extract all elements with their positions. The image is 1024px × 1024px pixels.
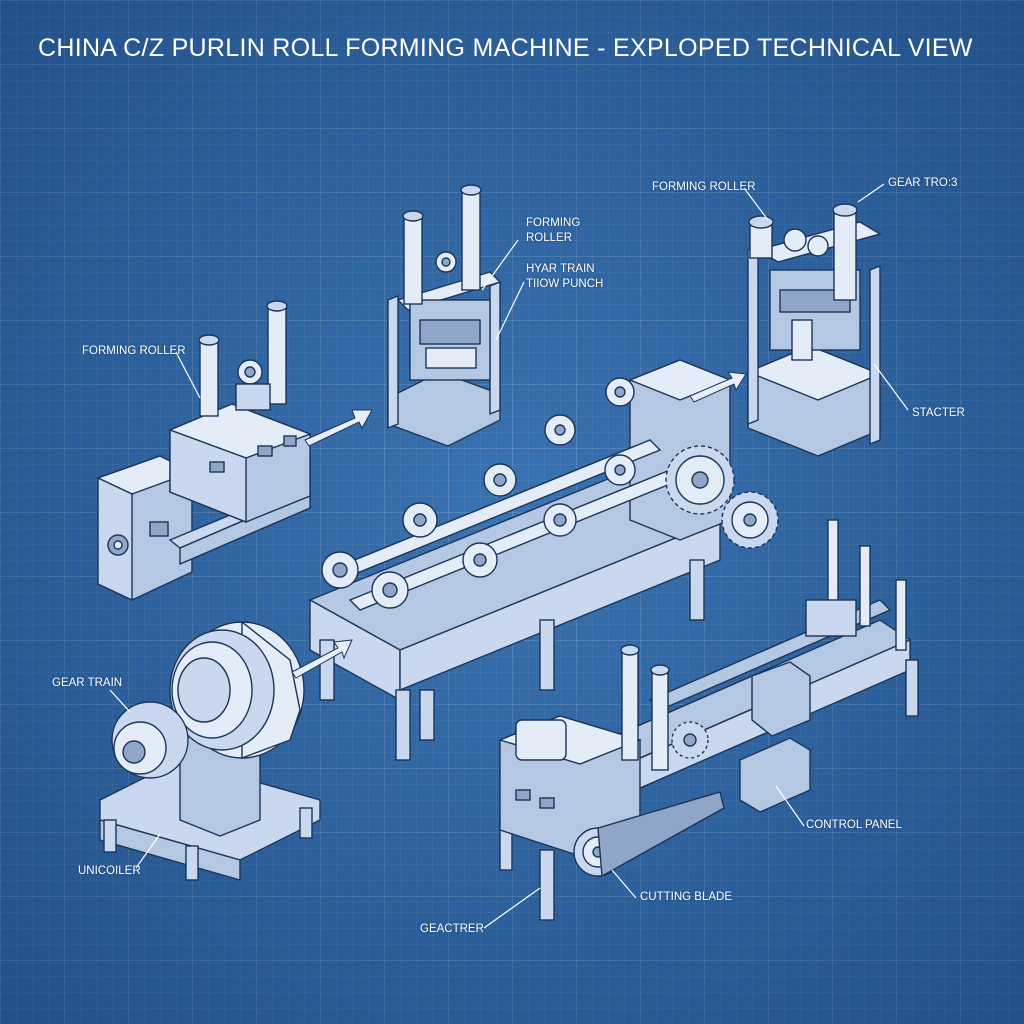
label-gear-tro: GEAR TRO:3 — [888, 177, 958, 189]
flow-arrows — [291, 371, 747, 679]
top-right-stacker-station — [746, 203, 882, 457]
left-forming-station — [96, 300, 312, 602]
label-gear-train: GEAR TRAIN — [52, 677, 123, 689]
uncoiler — [99, 620, 321, 881]
page-title: CHINA C/Z PURLIN ROLL FORMING MACHINE - … — [38, 34, 973, 62]
label-geactrer: GEACTRER — [420, 923, 484, 935]
label-forming-roller-left: FORMING ROLLER — [82, 345, 186, 357]
label-stacter: STACTER — [912, 407, 965, 419]
central-roll-forming-line — [308, 359, 779, 761]
label-unicoiler: UNICOILER — [78, 865, 141, 877]
leader-lines — [109, 183, 909, 929]
label-hyar-train-punch: HYAR TRAIN TIIOW PUNCH — [526, 263, 604, 290]
label-control-panel: CONTROL PANEL — [806, 819, 902, 831]
cutting-and-control-unit — [497, 519, 919, 921]
label-cutting-blade: CUTTING BLADE — [640, 891, 733, 903]
label-forming-roller-top: FORMING ROLLER — [526, 217, 581, 244]
top-punch-station — [387, 184, 502, 447]
label-forming-roller-right: FORMING ROLLER — [652, 181, 756, 193]
